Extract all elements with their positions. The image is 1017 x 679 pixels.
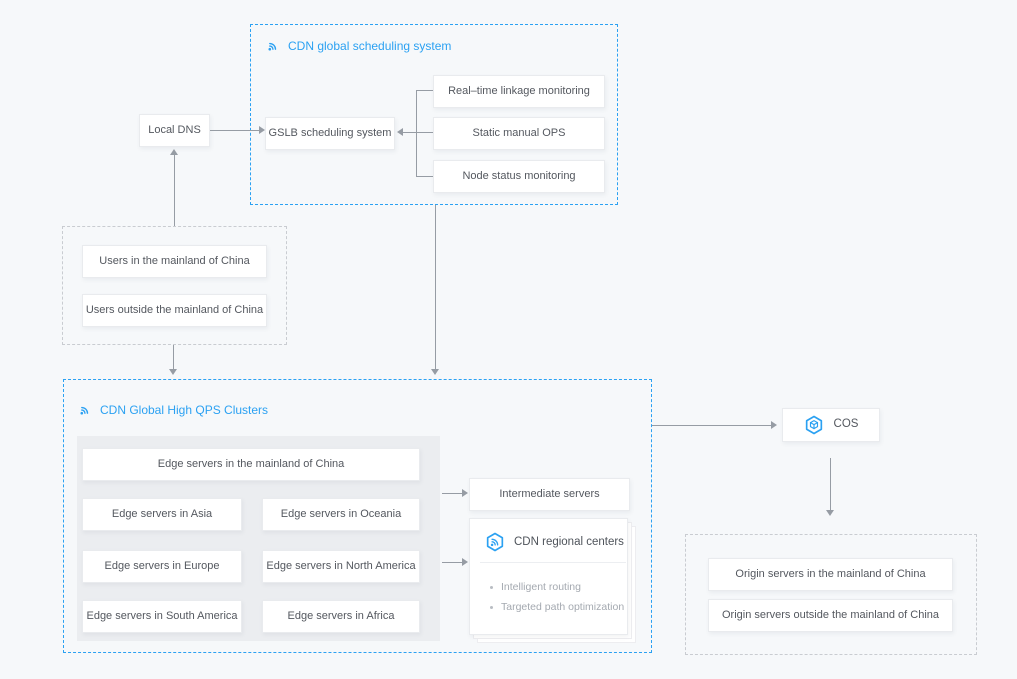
origin-mainland-label: Origin servers in the mainland of China (735, 567, 926, 580)
regional-feature-path-optimization-label: Targeted path optimization (501, 601, 625, 613)
local-dns-node: Local DNS (139, 114, 210, 147)
users-outside-label: Users outside the mainland of China (85, 303, 264, 316)
cdn-regional-centers-label: CDN regional centers (514, 536, 624, 548)
arrowhead-into-intermediate (462, 489, 468, 497)
static-manual-ops-node: Static manual OPS (433, 117, 605, 150)
cdn-global-qps-clusters-label: CDN Global High QPS Clusters (100, 403, 269, 417)
regional-feature-path-optimization: Targeted path optimization (490, 601, 624, 613)
edge-europe-node: Edge servers in Europe (82, 550, 242, 583)
cdn-regional-centers-head: CDN regional centers (485, 532, 624, 552)
cos-node: COS (782, 408, 880, 442)
connector-clusters-to-cos (652, 425, 771, 426)
cdn-regional-centers-card (469, 518, 628, 635)
arrowhead-into-regional (462, 558, 468, 566)
cos-hexagon-cube-icon (805, 415, 822, 435)
arrowhead-into-clusters-left (169, 369, 177, 375)
connector-cos-to-origin (830, 458, 831, 510)
cdn-hexagon-icon (486, 532, 504, 552)
edge-south-america-label: Edge servers in South America (86, 609, 238, 622)
edge-africa-node: Edge servers in Africa (262, 600, 420, 633)
bullet-dot (490, 605, 493, 609)
cos-label: COS (833, 418, 859, 431)
edge-south-america-node: Edge servers in South America (82, 600, 242, 633)
users-group (62, 226, 287, 345)
connector-users-to-clusters (173, 345, 174, 369)
bullet-dot (490, 585, 493, 589)
edge-asia-node: Edge servers in Asia (82, 498, 242, 531)
origin-outside-node: Origin servers outside the mainland of C… (708, 599, 953, 632)
intermediate-servers-label: Intermediate servers (499, 487, 600, 500)
cdn-global-scheduling-title: CDN global scheduling system (266, 39, 451, 53)
regional-centers-divider (480, 562, 626, 563)
edge-africa-label: Edge servers in Africa (287, 609, 395, 622)
edge-oceania-node: Edge servers in Oceania (262, 498, 420, 531)
users-mainland-label: Users in the mainland of China (99, 254, 250, 267)
regional-feature-routing-label: Intelligent routing (501, 581, 581, 593)
static-manual-ops-label: Static manual OPS (472, 126, 566, 139)
arrowhead-into-gslb (397, 128, 403, 136)
edge-oceania-label: Edge servers in Oceania (280, 507, 402, 520)
connector-monitor-top-stub (417, 90, 433, 91)
cdn-waves-icon (268, 42, 277, 51)
edge-asia-label: Edge servers in Asia (111, 507, 213, 520)
origin-mainland-node: Origin servers in the mainland of China (708, 558, 953, 591)
connector-users-to-localdns (174, 155, 175, 226)
edge-mainland-label: Edge servers in the mainland of China (157, 457, 345, 470)
regional-feature-routing: Intelligent routing (490, 581, 581, 593)
gslb-scheduling-system-node: GSLB scheduling system (265, 117, 395, 150)
arrowhead-into-origin (826, 510, 834, 516)
connector-monitor-bottom-stub (417, 176, 433, 177)
edge-north-america-node: Edge servers in North America (262, 550, 420, 583)
arrowhead-into-gslb-left (259, 126, 265, 134)
connector-monitor-bracket (416, 90, 417, 177)
realtime-linkage-monitoring-label: Real–time linkage monitoring (448, 84, 590, 97)
intermediate-servers-node: Intermediate servers (469, 478, 630, 511)
node-status-monitoring-node: Node status monitoring (433, 160, 605, 193)
local-dns-label: Local DNS (148, 123, 201, 136)
origin-servers-group (685, 534, 977, 655)
cos-inner: COS (804, 415, 859, 435)
connector-panel-to-regional (442, 562, 462, 563)
users-outside-node: Users outside the mainland of China (82, 294, 267, 327)
cdn-global-qps-clusters-group (63, 379, 652, 653)
edge-north-america-label: Edge servers in North America (266, 559, 416, 572)
arrowhead-into-cos (771, 421, 777, 429)
arrowhead-into-localdns (170, 149, 178, 155)
users-mainland-node: Users in the mainland of China (82, 245, 267, 278)
edge-europe-label: Edge servers in Europe (104, 559, 220, 572)
realtime-linkage-monitoring-node: Real–time linkage monitoring (433, 75, 605, 108)
connector-monitors-to-gslb (403, 132, 433, 133)
origin-outside-label: Origin servers outside the mainland of C… (721, 608, 940, 621)
cdn-global-scheduling-group (250, 24, 618, 205)
arrowhead-into-clusters-center (431, 369, 439, 375)
connector-localdns-to-gslb (210, 130, 259, 131)
gslb-label: GSLB scheduling system (268, 126, 392, 139)
edge-mainland-node: Edge servers in the mainland of China (82, 448, 420, 481)
cdn-global-scheduling-label: CDN global scheduling system (288, 39, 452, 53)
connector-scheduling-to-clusters (435, 205, 436, 369)
cdn-waves-icon (80, 406, 89, 415)
node-status-monitoring-label: Node status monitoring (462, 169, 576, 182)
connector-panel-to-intermediate (442, 493, 462, 494)
cdn-global-qps-clusters-title: CDN Global High QPS Clusters (78, 403, 268, 417)
